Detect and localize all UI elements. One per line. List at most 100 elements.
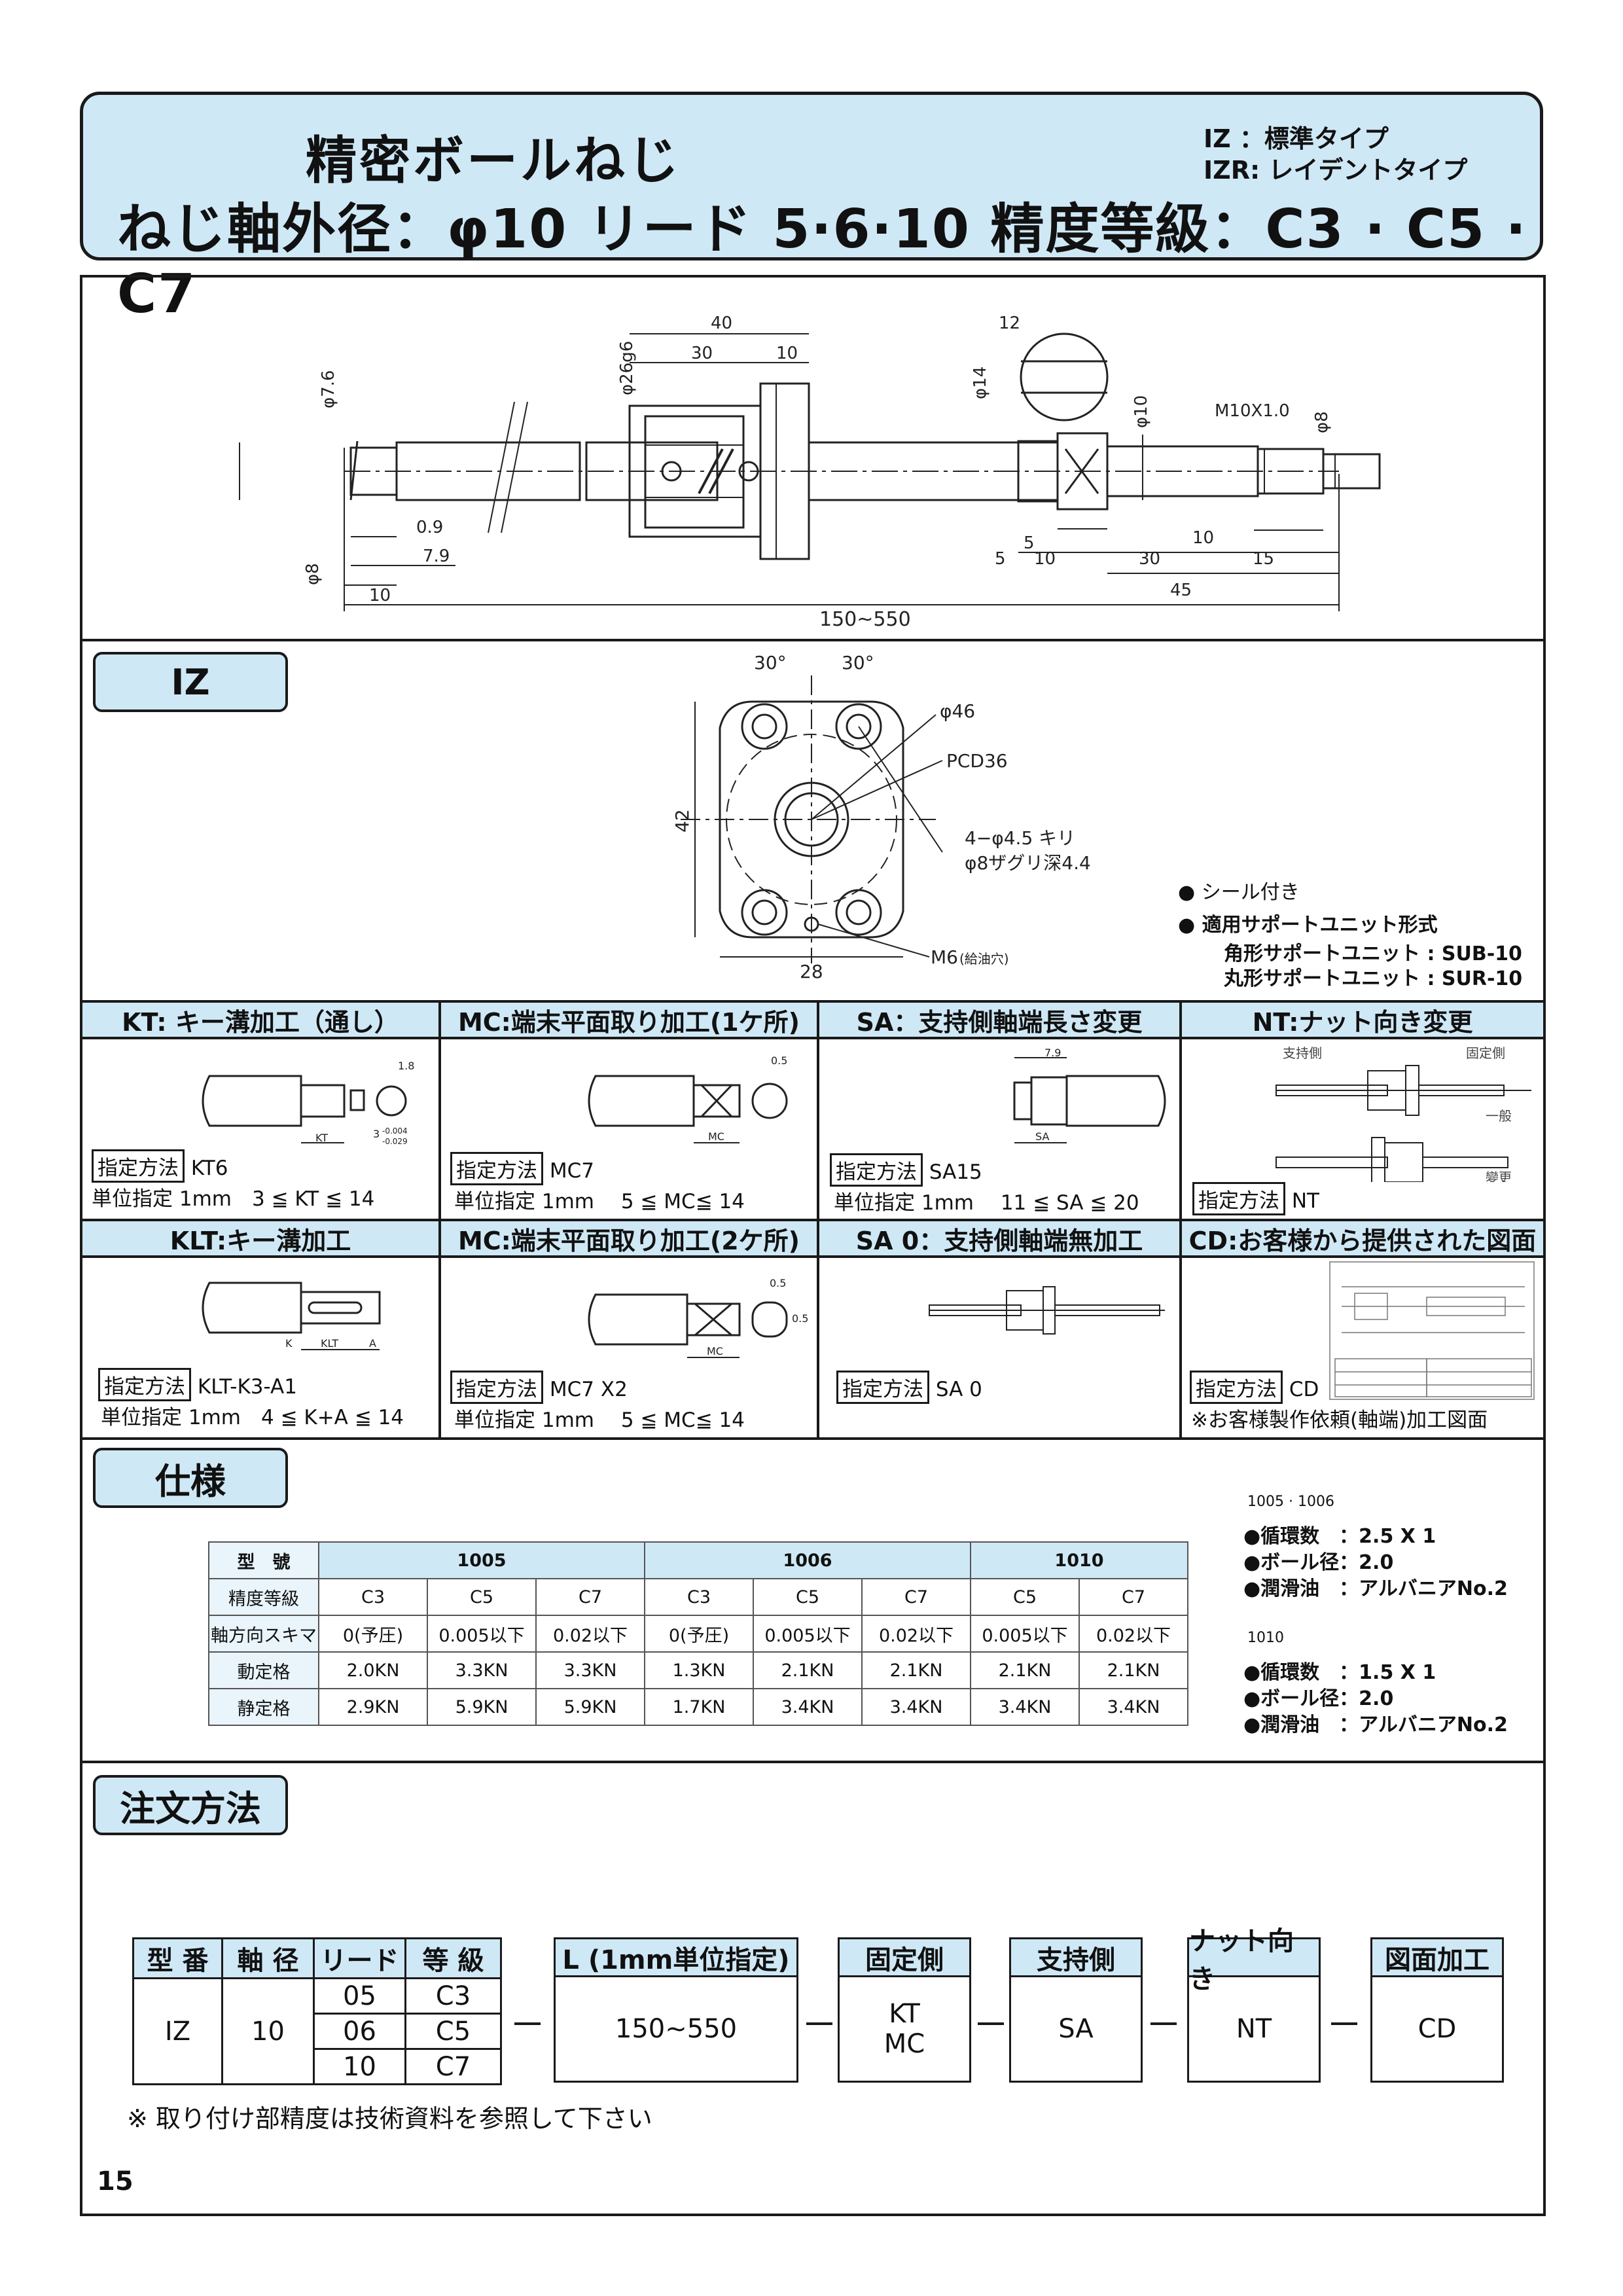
klt-spec-value: KLT-K3-A1 bbox=[197, 1375, 297, 1399]
spec-cell: C5 bbox=[753, 1578, 863, 1616]
spec-cell: 3.4KN bbox=[861, 1688, 971, 1726]
opt-klt-head: KLT:キー溝加工 bbox=[82, 1221, 438, 1258]
nt-spec-value: NT bbox=[1291, 1189, 1319, 1213]
cd-spec-label: 指定方法 bbox=[1190, 1371, 1283, 1404]
sa-spec-value: SA15 bbox=[929, 1160, 982, 1184]
iz-m6-note: (給油穴) bbox=[959, 951, 1009, 967]
spec-cell: 2.9KN bbox=[318, 1688, 428, 1726]
order-length-box: L (1mm単位指定) 150~550 bbox=[554, 1937, 798, 2083]
spec-cell: C7 bbox=[861, 1578, 971, 1616]
klt-d1: K bbox=[285, 1337, 293, 1350]
mc2-d3: MC bbox=[707, 1345, 723, 1357]
sa-spec: 指定方法 SA15 bbox=[830, 1153, 982, 1187]
spec-cell: 3.4KN bbox=[970, 1688, 1080, 1726]
sa0-spec-label: 指定方法 bbox=[836, 1371, 929, 1404]
nt-l1: 支持側 bbox=[1283, 1045, 1322, 1061]
sa0-spec-value: SA 0 bbox=[935, 1378, 982, 1401]
order-support-box: 支持側 SA bbox=[1009, 1937, 1143, 2083]
spec-cell: 0.02以下 bbox=[535, 1615, 645, 1653]
spec-row-label: 精度等級 bbox=[208, 1578, 319, 1616]
cd-drawing-thumbnail bbox=[1329, 1261, 1535, 1400]
dim-phi10: φ10 bbox=[1132, 395, 1151, 428]
spec-cell: 5.9KN bbox=[535, 1688, 645, 1726]
iz-bullet2: 適用サポートユニット形式 bbox=[1202, 914, 1438, 937]
iz-bullet-support: ● 適用サポートユニット形式 bbox=[1178, 914, 1438, 937]
spec-cell: 2.1KN bbox=[753, 1651, 863, 1689]
kt-d1: 1.8 bbox=[398, 1060, 414, 1072]
klt-drawing: K KLT A bbox=[202, 1282, 381, 1350]
spec-tag: 仕様 bbox=[93, 1448, 288, 1508]
dim-5a: 5 bbox=[1024, 533, 1035, 553]
nt-l4: 變更 bbox=[1486, 1170, 1512, 1182]
order-lead: 05 bbox=[313, 1977, 406, 2015]
spec-cell: 0.005以下 bbox=[427, 1615, 537, 1653]
kt-spec-value: KT6 bbox=[190, 1157, 228, 1180]
dim-79: 7.9 bbox=[423, 547, 450, 566]
mc1-d3: MC bbox=[708, 1130, 724, 1143]
order-h-model: 型 番 bbox=[132, 1937, 223, 1979]
opt-sa-head: SA：支持側軸端長さ変更 bbox=[819, 1003, 1179, 1039]
iz-angle2: 30° bbox=[842, 652, 874, 673]
mc2-spec-value: MC7 X2 bbox=[549, 1378, 628, 1401]
opt-mc1-head: MC:端末平面取り加工(1ケ所) bbox=[441, 1003, 817, 1039]
nt-l3: 一般 bbox=[1486, 1108, 1512, 1124]
spec-cell: 3.4KN bbox=[1079, 1688, 1188, 1726]
order-tag: 注文方法 bbox=[93, 1775, 288, 1835]
iz-support-rd: 丸形サポートユニット : SUR-10 bbox=[1224, 967, 1523, 990]
opt-sa0-head: SA 0：支持側軸端無加工 bbox=[819, 1221, 1179, 1258]
order-fixed-head: 固定側 bbox=[840, 1939, 969, 1977]
spec-model-1010: 1010 bbox=[970, 1541, 1188, 1579]
iz-hole: 4−φ4.5 キリ bbox=[965, 827, 1075, 849]
order-dash bbox=[514, 2022, 541, 2025]
spec-cell: 0.02以下 bbox=[1079, 1615, 1188, 1653]
mc1-spec-value: MC7 bbox=[549, 1159, 594, 1183]
spec-cell: 3.4KN bbox=[753, 1688, 863, 1726]
kt-d2: 3 bbox=[373, 1128, 380, 1140]
kt-spec: 指定方法 KT6 bbox=[92, 1149, 228, 1183]
dim-30: 30 bbox=[691, 344, 713, 363]
dim-5b: 5 bbox=[995, 549, 1006, 569]
spec-cell: 0(予圧) bbox=[644, 1615, 754, 1653]
order-h-grade: 等 級 bbox=[404, 1937, 502, 1979]
spec-cell: 2.0KN bbox=[318, 1651, 428, 1689]
dim-m10: M10X1.0 bbox=[1215, 401, 1290, 421]
spec-note: ●潤滑油 ：アルバニアNo.2 bbox=[1243, 1577, 1508, 1600]
order-dash bbox=[806, 2022, 832, 2025]
type-iz-note: IZ ：標準タイプ bbox=[1204, 124, 1389, 153]
sa-unit: 単位指定 1mm 11 ≦ SA ≦ 20 bbox=[834, 1191, 1139, 1215]
spec-cell: C7 bbox=[535, 1578, 645, 1616]
dim-10c: 10 bbox=[1034, 549, 1056, 569]
kt-unit: 単位指定 1mm 3 ≦ KT ≦ 14 bbox=[92, 1187, 375, 1211]
order-h-lead: リード bbox=[313, 1937, 406, 1979]
dim-phi8l: φ8 bbox=[303, 563, 323, 585]
order-nut-val: NT bbox=[1236, 2014, 1272, 2044]
mc1-d1: 0.5 bbox=[771, 1054, 787, 1067]
opt-kt-head: KT: キー溝加工（通し） bbox=[82, 1003, 438, 1039]
spec-cell: 0.005以下 bbox=[753, 1615, 863, 1653]
opt-col-3 bbox=[1179, 1000, 1182, 1437]
mc1-spec-label: 指定方法 bbox=[450, 1152, 543, 1185]
mc2-spec: 指定方法 MC7 X2 bbox=[450, 1371, 628, 1404]
dim-phi8r: φ8 bbox=[1312, 411, 1332, 433]
sa-d3: SA bbox=[1035, 1130, 1049, 1143]
dim-phi26: φ26g6 bbox=[617, 341, 637, 395]
klt-d2: KLT bbox=[321, 1337, 338, 1350]
mc1-drawing: 0.5 MC bbox=[588, 1054, 788, 1143]
cd-spec: 指定方法 CD bbox=[1190, 1371, 1319, 1404]
klt-d3: A bbox=[369, 1337, 376, 1350]
dim-10b: 10 bbox=[369, 586, 391, 605]
spec-note: ●ボール径：2.0 bbox=[1243, 1551, 1394, 1574]
mc2-unit: 単位指定 1mm 5 ≦ MC≦ 14 bbox=[454, 1408, 745, 1432]
cd-spec-value: CD bbox=[1289, 1378, 1319, 1401]
ball-screw-drawing: φ7.6 φ26g6 40 30 10 12 φ14 φ10 M10X1.0 φ… bbox=[239, 314, 1381, 631]
kt-d3: KT bbox=[315, 1132, 328, 1144]
spec-cell: 0(予圧) bbox=[318, 1615, 428, 1653]
spec-cell: 2.1KN bbox=[1079, 1651, 1188, 1689]
spec-cell: 0.02以下 bbox=[861, 1615, 971, 1653]
page-number: 15 bbox=[97, 2166, 134, 2197]
nt-l2: 固定側 bbox=[1466, 1045, 1505, 1061]
spec-note: ●潤滑油 ：アルバニアNo.2 bbox=[1243, 1713, 1508, 1736]
spec-cell: 1.7KN bbox=[644, 1688, 754, 1726]
kt-drawing: 1.8 KT 3 -0.004 -0.029 bbox=[202, 1060, 414, 1146]
spec-cell: 5.9KN bbox=[427, 1688, 537, 1726]
